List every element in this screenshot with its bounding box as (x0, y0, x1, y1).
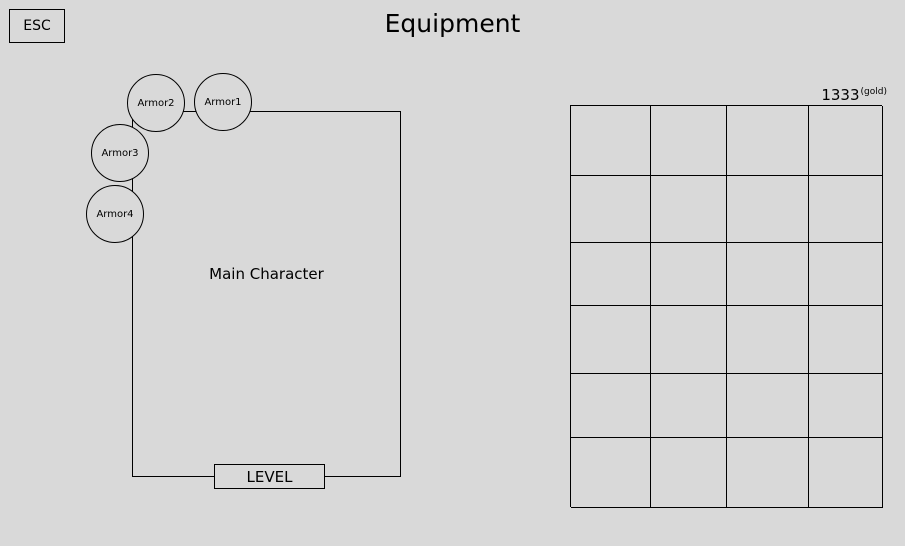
inventory-slot[interactable] (727, 306, 809, 374)
inventory-slot[interactable] (651, 176, 727, 243)
level-button[interactable]: LEVEL (214, 464, 325, 489)
inventory-slot[interactable] (651, 106, 727, 176)
inventory-slot[interactable] (571, 306, 651, 374)
inventory-slot[interactable] (651, 374, 727, 438)
inventory-grid (570, 105, 883, 508)
gold-display: 1333(gold) (821, 86, 887, 104)
inventory-slot[interactable] (727, 243, 809, 306)
inventory-slot[interactable] (571, 438, 651, 508)
inventory-slot[interactable] (809, 106, 883, 176)
inventory-slot[interactable] (727, 374, 809, 438)
inventory-slot[interactable] (651, 306, 727, 374)
inventory-slot[interactable] (727, 106, 809, 176)
character-label: Main Character (209, 265, 324, 283)
inventory-slot[interactable] (571, 243, 651, 306)
inventory-slot[interactable] (571, 106, 651, 176)
inventory-slot[interactable] (727, 176, 809, 243)
armor-slot-3[interactable]: Armor3 (91, 124, 149, 182)
inventory-slot[interactable] (809, 243, 883, 306)
armor-slot-1[interactable]: Armor1 (194, 73, 252, 131)
inventory-slot[interactable] (809, 438, 883, 508)
page-title: Equipment (384, 9, 521, 38)
inventory-slot[interactable] (651, 438, 727, 508)
gold-amount: 1333 (821, 86, 860, 104)
inventory-slot[interactable] (571, 176, 651, 243)
inventory-slot[interactable] (809, 374, 883, 438)
inventory-slot[interactable] (809, 306, 883, 374)
inventory-slot[interactable] (809, 176, 883, 243)
inventory-slot[interactable] (571, 374, 651, 438)
character-panel: Main Character (132, 111, 401, 477)
armor-slot-2[interactable]: Armor2 (127, 74, 185, 132)
inventory-slot[interactable] (727, 438, 809, 508)
inventory-slot[interactable] (651, 243, 727, 306)
esc-button[interactable]: ESC (9, 9, 65, 43)
armor-slot-4[interactable]: Armor4 (86, 185, 144, 243)
gold-unit: (gold) (860, 86, 887, 97)
